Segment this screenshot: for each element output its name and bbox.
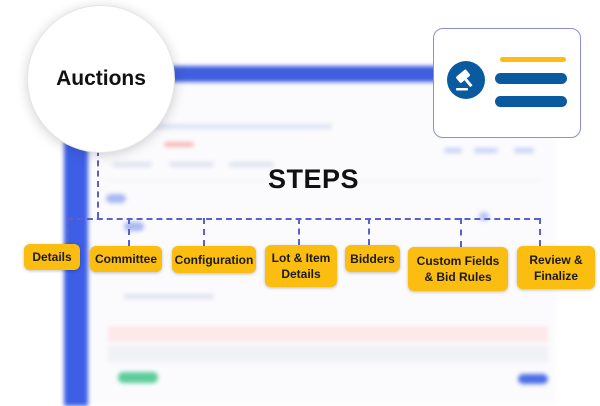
accent-line <box>500 57 566 62</box>
status-placeholder <box>164 142 194 147</box>
dot-placeholder <box>479 212 489 221</box>
step-committee[interactable]: Committee <box>90 246 162 272</box>
title-placeholder <box>112 124 332 129</box>
content-line <box>495 73 567 84</box>
tab-placeholder <box>112 162 152 167</box>
step-review-finalize[interactable]: Review & Finalize <box>517 246 595 289</box>
tab-placeholder <box>169 162 214 167</box>
divider <box>104 180 544 181</box>
connector-committee <box>128 218 130 246</box>
step-details[interactable]: Details <box>24 244 80 270</box>
connector-lot-item <box>298 218 300 245</box>
step-configuration[interactable]: Configuration <box>172 246 256 273</box>
step-lot-item-details[interactable]: Lot & Item Details <box>265 245 337 287</box>
connector-details <box>67 218 69 244</box>
auctions-label: Auctions <box>56 67 146 90</box>
auction-icon-card <box>433 28 581 138</box>
row-placeholder <box>124 294 214 299</box>
action-placeholder <box>444 148 462 153</box>
badge-placeholder <box>106 194 126 203</box>
gavel-icon <box>447 61 485 99</box>
info-row <box>108 346 548 362</box>
primary-button-placeholder <box>518 374 548 384</box>
success-pill <box>118 372 158 383</box>
connector-horizontal <box>67 218 540 220</box>
step-bidders[interactable]: Bidders <box>345 245 400 272</box>
warning-row <box>108 326 548 342</box>
action-placeholder <box>514 148 534 153</box>
steps-heading: STEPS <box>268 164 360 194</box>
connector-from-auctions <box>97 150 99 218</box>
tab-placeholder <box>229 162 274 167</box>
connector-bidders <box>368 218 370 245</box>
content-line <box>495 96 567 107</box>
connector-configuration <box>203 218 205 246</box>
auctions-module-badge: Auctions <box>27 5 175 153</box>
connector-custom-fields <box>460 218 462 247</box>
badge-placeholder <box>124 222 144 231</box>
step-custom-fields-bid-rules[interactable]: Custom Fields & Bid Rules <box>408 247 508 291</box>
action-placeholder <box>474 148 498 153</box>
connector-review <box>539 218 541 246</box>
